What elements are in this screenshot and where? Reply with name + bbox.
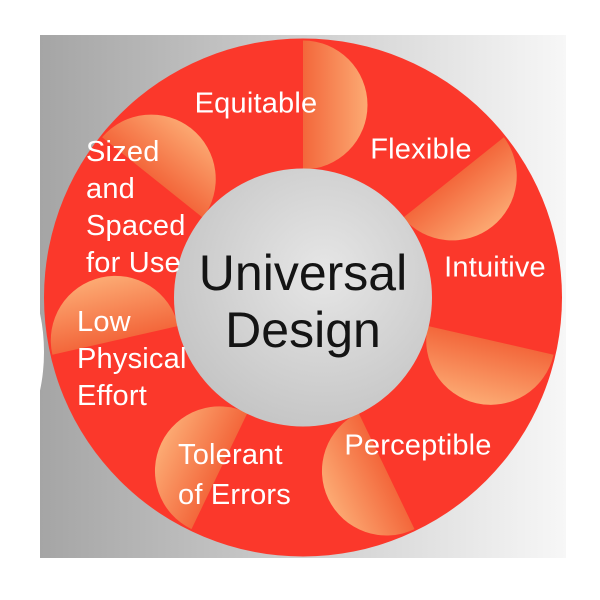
segment-label-tolerant-of-errors: Tolerant of Errors — [178, 439, 291, 511]
inner-circle — [174, 168, 432, 427]
petal — [403, 137, 517, 241]
petal — [426, 326, 554, 405]
segment-label-flexible: Flexible — [370, 133, 472, 166]
petal — [154, 406, 248, 530]
segment-label-equitable: Equitable — [194, 87, 318, 120]
segment-label-intuitive: Intuitive — [444, 251, 546, 284]
petal — [303, 40, 368, 170]
segment-label-perceptible: Perceptible — [344, 429, 492, 462]
white-blob — [0, 253, 44, 451]
petal — [321, 412, 415, 536]
title-line-2: Design — [225, 302, 381, 358]
petal — [102, 114, 216, 218]
segment-label-low-physical-effort: Low Physical Effort — [77, 306, 187, 412]
wheel-center-title: Universal Design — [199, 245, 407, 359]
petal — [50, 275, 179, 355]
segment-label-sized-and-spaced: Sized and Spaced for Use — [86, 136, 186, 279]
title-line-1: Universal — [198, 245, 408, 301]
